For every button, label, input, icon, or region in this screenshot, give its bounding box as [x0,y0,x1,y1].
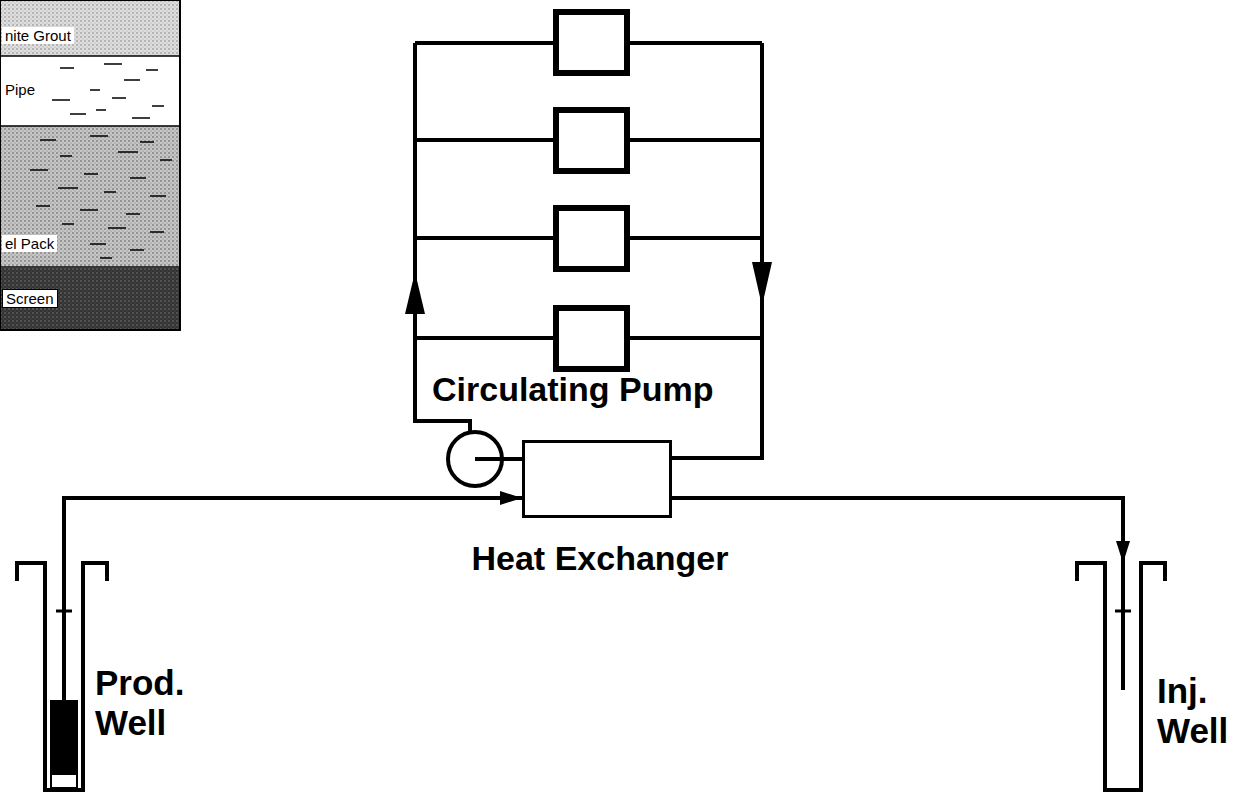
layer-label: nite Grout [2,27,74,44]
production-well: Prod. Well [45,563,83,790]
inset-frame [0,0,180,330]
node-label: Heat Exchanger [463,539,737,578]
text-anchor: Prod. Well [95,663,210,744]
node-label: Prod. Well [95,663,210,744]
pump-label: Circulating Pump [432,370,713,409]
pipe-fitting [56,610,72,613]
pipe-connector [672,498,1123,563]
heat-pump-unit [556,308,627,369]
drop-pipe [62,563,66,700]
label-anchor: Screen [2,289,58,308]
screen-band [0,266,180,330]
texture-dashes [30,64,172,258]
pipe-band [0,56,180,126]
pipe-connector [64,498,522,563]
flow-arrow [752,262,772,306]
well-casing [1105,563,1141,790]
label-anchor: el Pack [2,235,57,252]
heat-pump-unit [556,208,627,269]
injection-well: Inj. Well [1105,563,1141,790]
pump-outlet [475,457,524,461]
label-anchor: Circulating Pump [432,370,713,409]
well-casing [45,563,83,790]
layer-label: el Pack [2,235,57,252]
well-screen [50,700,78,774]
heat-pump-loop [405,12,772,486]
flow-arrow [405,272,425,314]
layer-label: Screen [2,289,58,308]
branch-pipe [415,43,762,338]
layer-label: Pipe [2,81,38,98]
drop-pipe [1121,563,1125,690]
text-anchor: Inj. Well [1157,671,1253,752]
heat-pump-unit [556,12,627,73]
heat-exchanger-box: Heat Exchanger [522,440,672,518]
heat-pump-unit [556,110,627,171]
pipe-fitting [1115,610,1131,613]
well-wall [17,563,107,790]
band-divider [0,56,180,126]
text-anchor: Heat Exchanger [463,539,737,578]
well-wall [1077,563,1165,790]
well-bottom-plug [51,774,77,788]
label-anchor: nite Grout [2,27,74,44]
node-label: Inj. Well [1157,671,1253,752]
label-anchor: Pipe [2,81,38,98]
well-section-inset [0,0,180,330]
grout-band [0,0,180,56]
